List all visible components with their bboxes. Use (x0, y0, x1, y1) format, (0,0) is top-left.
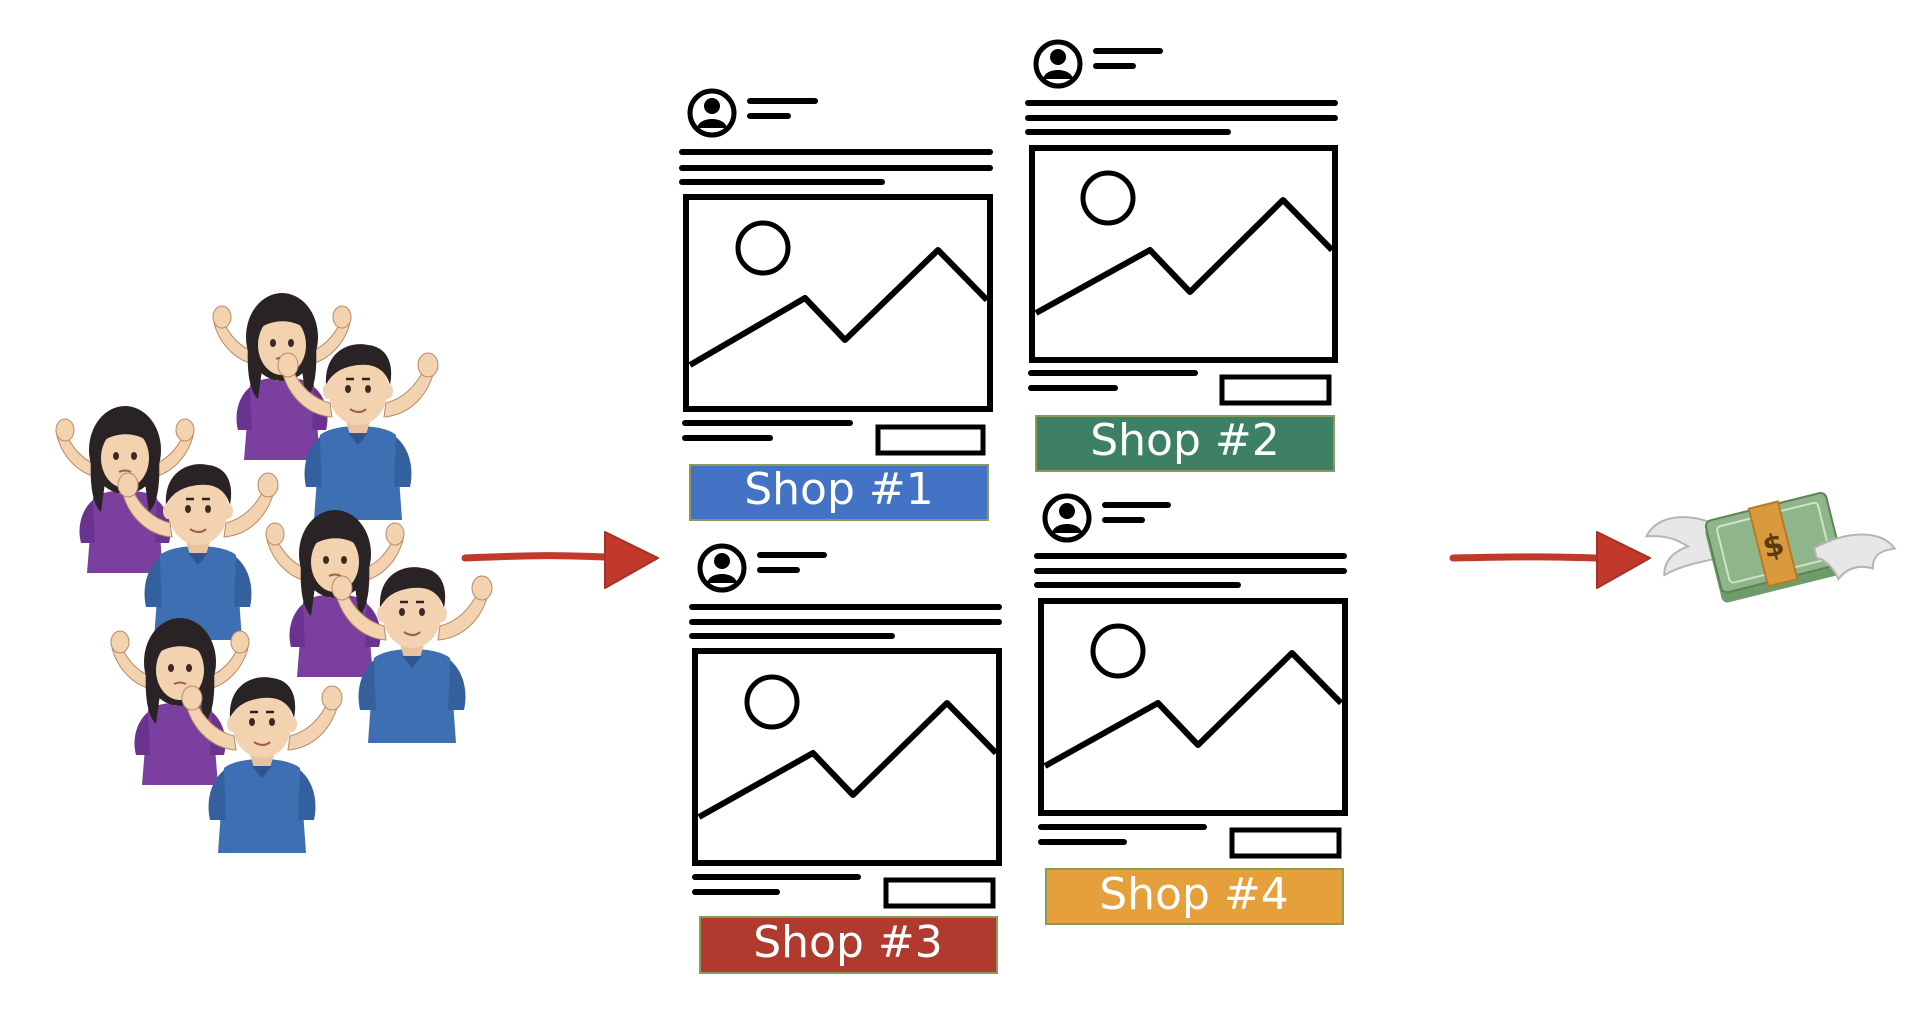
shrugging-people-icon (55, 292, 494, 855)
arrow-to-money (1449, 531, 1651, 589)
shop-label-3 (699, 916, 998, 974)
shop-label-2 (1035, 415, 1335, 472)
profile-avatar-icon (687, 88, 737, 138)
shop-card-1: Shop #1 (679, 88, 993, 521)
image-placeholder-icon (692, 648, 1002, 866)
money-with-wings-icon: $ (1644, 492, 1897, 603)
image-placeholder-icon (683, 194, 993, 412)
shop-card-4: Shop #4 (1034, 493, 1348, 925)
shop-card-2: Shop #2 (1025, 39, 1338, 472)
arrow-to-shops (461, 531, 659, 589)
shop-card-3: Shop #3 (689, 543, 1002, 974)
image-placeholder-icon (1029, 145, 1338, 363)
image-placeholder-icon (1038, 598, 1348, 816)
shop-label-1-text: Shop #1 (744, 464, 934, 515)
shop-label-4-text: Shop #4 (1099, 869, 1289, 920)
shop-label-2-text: Shop #2 (1090, 415, 1280, 466)
shop-label-3-text: Shop #3 (753, 917, 943, 968)
profile-avatar-icon (697, 543, 747, 593)
profile-avatar-icon (1042, 493, 1092, 543)
shop-label-4 (1045, 868, 1344, 925)
profile-avatar-icon (1033, 39, 1083, 89)
shop-label-1 (689, 464, 989, 521)
